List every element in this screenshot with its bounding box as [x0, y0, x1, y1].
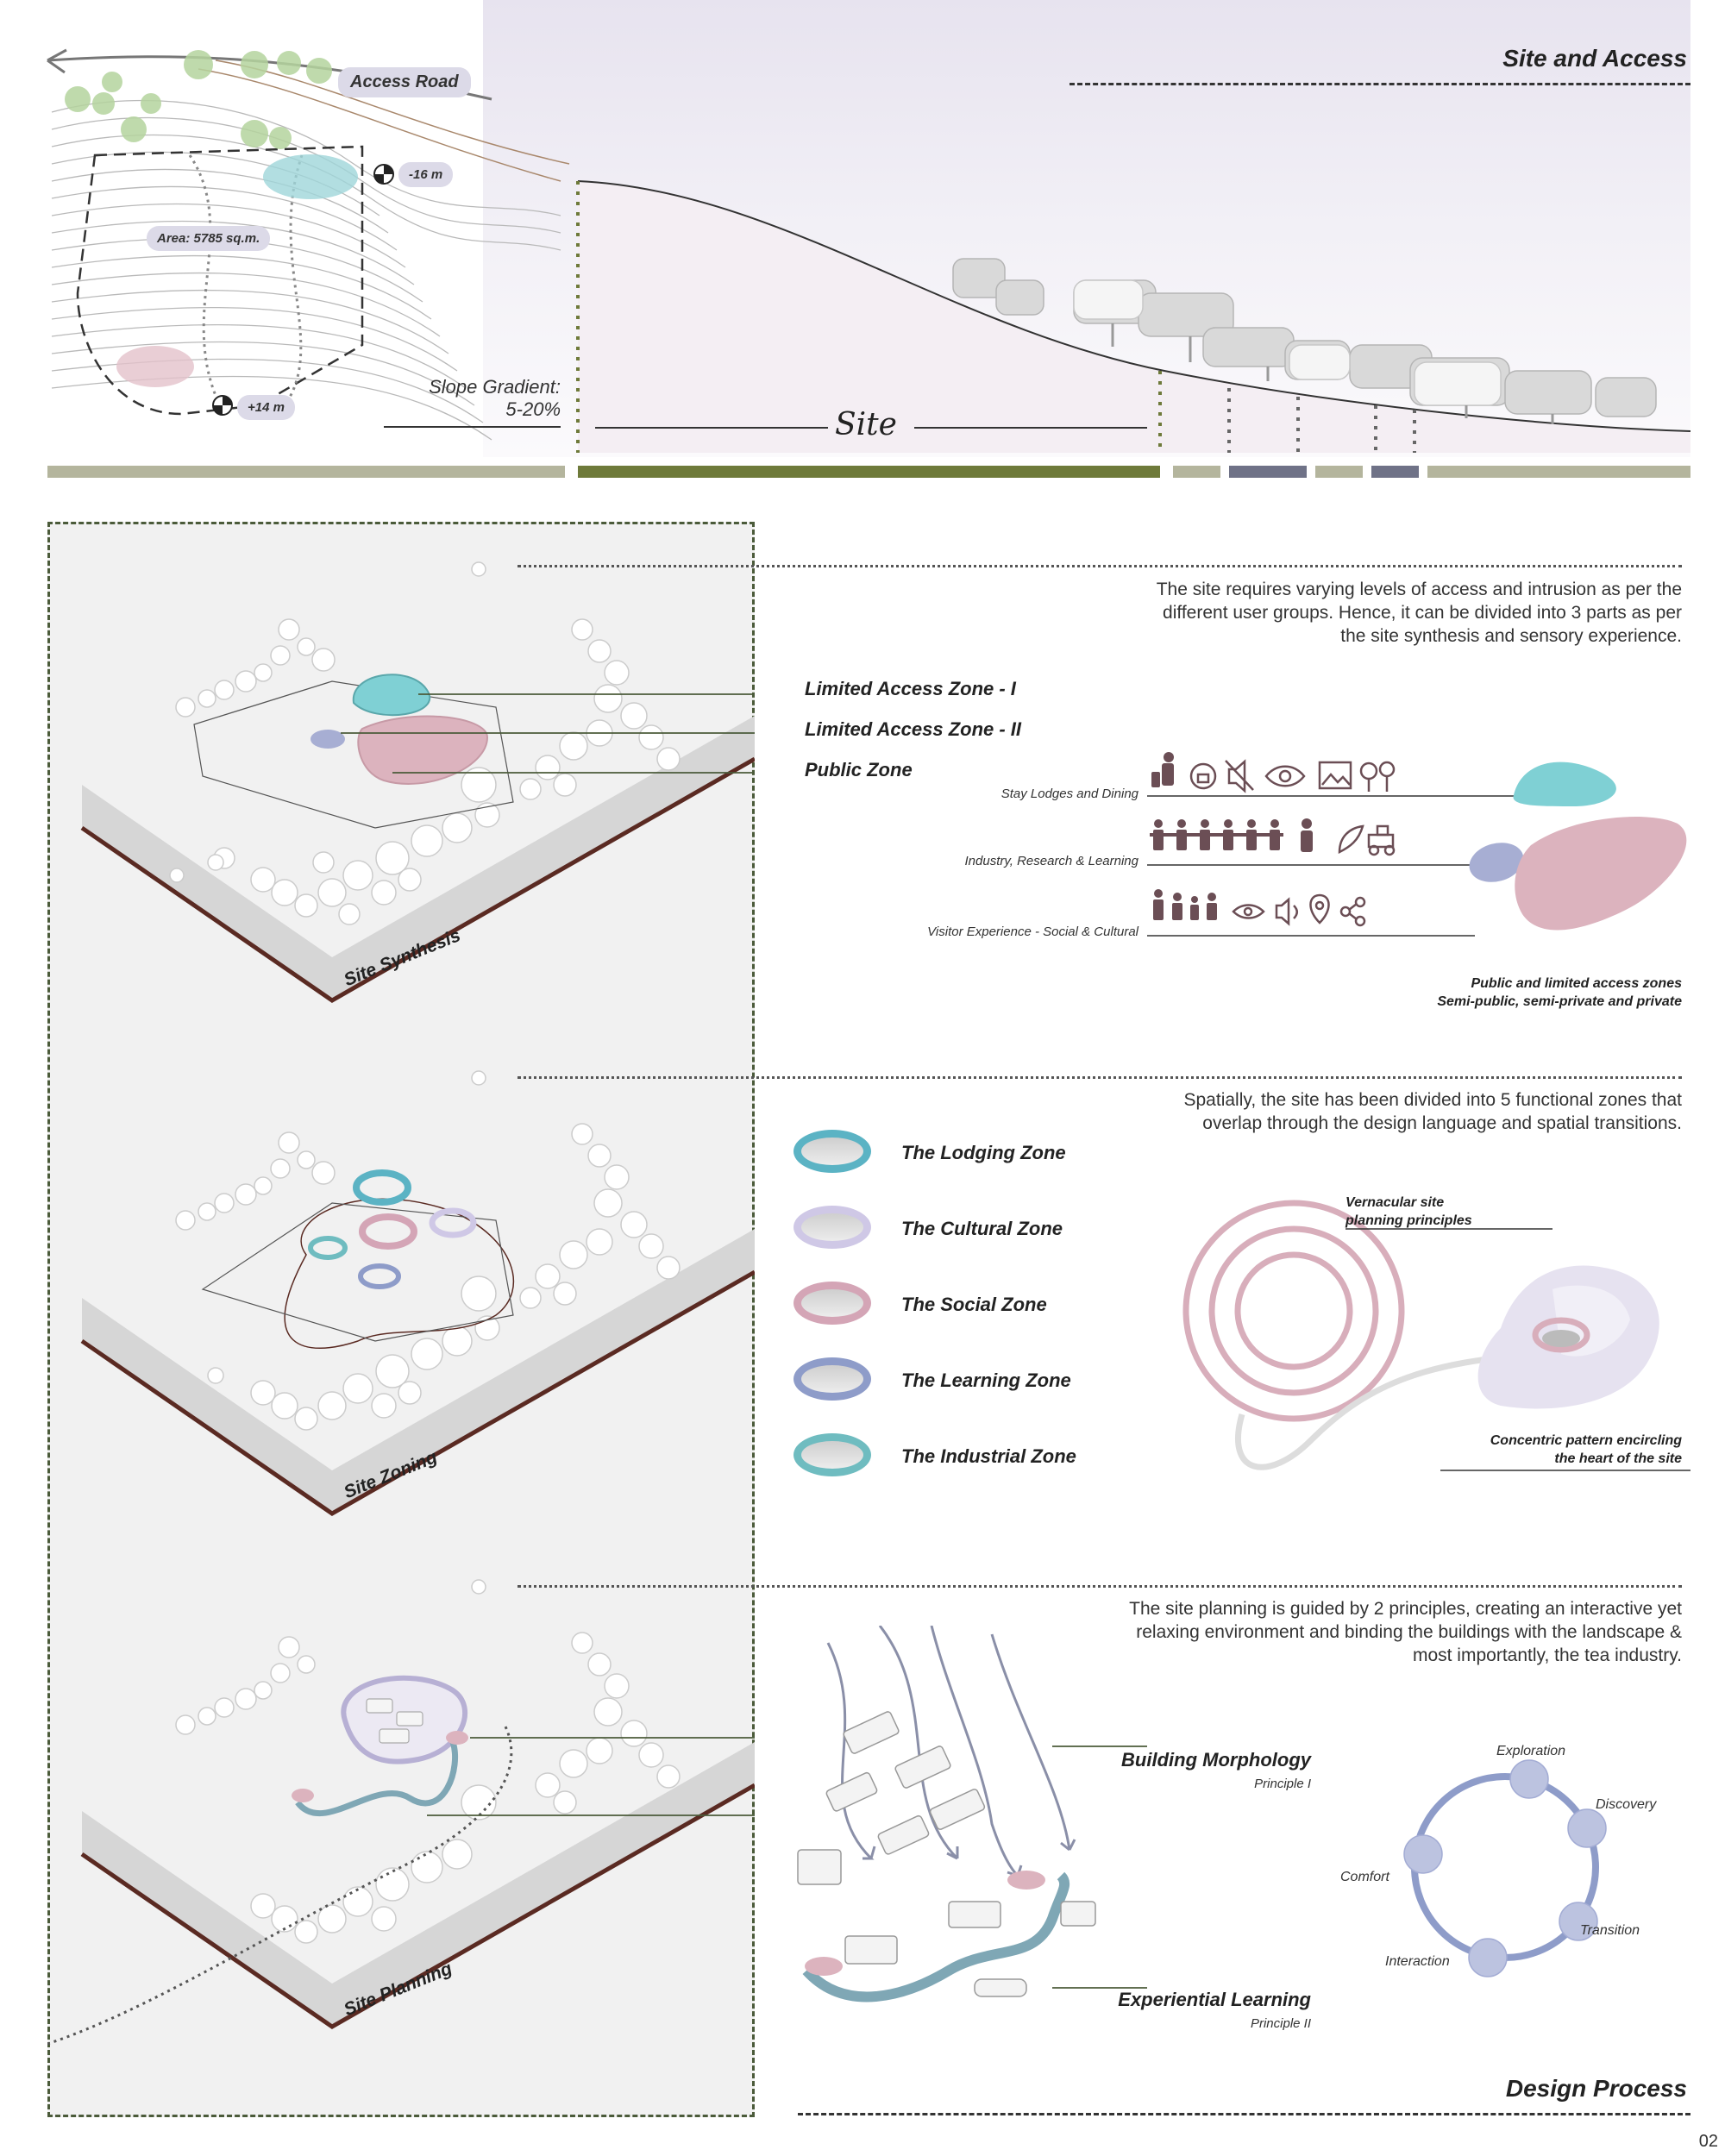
cycle-interaction: Interaction	[1385, 1954, 1450, 1969]
limited-access-zone-1: Limited Access Zone - I	[805, 678, 1016, 699]
planning-paragraph: The site planning is guided by 2 princip…	[1129, 1599, 1682, 1665]
user-group-visitor: Visitor Experience - Social & Cultural	[927, 924, 1138, 939]
bar-segment-3	[1173, 466, 1220, 478]
zones-caption-line2: Semi-public, semi-private and private	[1437, 994, 1682, 1009]
concentric-caption-line2: the heart of the site	[1554, 1451, 1682, 1466]
cycle-exploration: Exploration	[1496, 1744, 1566, 1758]
bar-segment-7	[1427, 466, 1690, 478]
ring-icon	[794, 1357, 871, 1401]
synthesis-dotted-rule	[518, 565, 1682, 567]
heading-dashed-rule	[1070, 83, 1690, 85]
principle-2-title: Experiential Learning	[1118, 1989, 1311, 2010]
concentric-pattern-diagram	[1182, 1200, 1690, 1471]
industrial-zone-label: The Industrial Zone	[901, 1445, 1076, 1467]
user-group-stay: Stay Lodges and Dining	[1000, 787, 1138, 801]
principle-1-block: Building Morphology Principle I	[1078, 1749, 1311, 1791]
user-group-industry: Industry, Research & Learning	[964, 854, 1139, 868]
public-zone: Public Zone	[805, 759, 913, 780]
experience-cycle-diagram	[1403, 1759, 1607, 1977]
concentric-caption-line1: Concentric pattern encircling	[1490, 1433, 1682, 1448]
cycle-discovery: Discovery	[1596, 1797, 1657, 1812]
cultural-zone-label: The Cultural Zone	[901, 1218, 1063, 1239]
zoning-dotted-rule	[518, 1076, 1682, 1079]
functional-zone-list: The Lodging Zone The Cultural Zone The S…	[794, 1130, 1156, 1509]
social-zone-label: The Social Zone	[901, 1294, 1047, 1315]
slope-gradient-label: Slope Gradient: 5-20%	[405, 376, 561, 421]
vernacular-caption-line2: planning principles	[1346, 1213, 1472, 1228]
site-and-access-heading: Site and Access	[1502, 45, 1687, 72]
user-group-icons	[1147, 752, 1687, 937]
slope-rule	[384, 426, 561, 428]
site-synthesis-diagram	[80, 561, 755, 1003]
bar-segment-6	[1371, 466, 1419, 478]
ring-icon	[794, 1130, 871, 1173]
principle-2-block: Experiential Learning Principle II	[1078, 1989, 1311, 2031]
limited-access-zone-2: Limited Access Zone - II	[805, 718, 1022, 740]
vernacular-caption: Vernacular site planning principles	[1346, 1194, 1570, 1230]
ring-icon	[794, 1206, 871, 1249]
principle-1-title: Building Morphology	[1121, 1749, 1311, 1771]
zones-caption: Public and limited access zones Semi-pub…	[1251, 975, 1682, 1011]
principle-1-sub: Principle I	[1254, 1777, 1311, 1791]
zones-caption-line1: Public and limited access zones	[1471, 976, 1682, 991]
cycle-comfort: Comfort	[1340, 1870, 1389, 1884]
vernacular-caption-line1: Vernacular site	[1346, 1195, 1445, 1210]
area-tag: Area: 5785 sq.m.	[147, 226, 271, 251]
learning-zone-label: The Learning Zone	[901, 1369, 1071, 1391]
principle-2-sub: Principle II	[1250, 2016, 1311, 2031]
level-low-tag: -16 m	[398, 162, 454, 187]
access-road-tag: Access Road	[338, 67, 471, 97]
site-zoning-diagram	[80, 1070, 755, 1516]
footer-dashed-rule	[798, 2113, 1690, 2115]
planning-dotted-rule	[518, 1585, 1682, 1588]
zoning-paragraph: Spatially, the site has been divided int…	[1183, 1090, 1683, 1133]
cycle-transition: Transition	[1580, 1923, 1640, 1938]
slope-gradient-title: Slope Gradient:	[429, 376, 561, 398]
site-script-label: Site	[835, 407, 897, 442]
bar-segment-5	[1315, 466, 1363, 478]
lodging-zone-label: The Lodging Zone	[901, 1142, 1066, 1163]
bar-segment-site	[578, 466, 1160, 478]
bar-segment-1	[47, 466, 565, 478]
bar-segment-4	[1229, 466, 1307, 478]
concentric-caption: Concentric pattern encircling the heart …	[1380, 1432, 1682, 1468]
site-section-profile	[576, 180, 1691, 453]
section-color-bar	[47, 466, 1690, 478]
design-process-heading: Design Process	[1505, 2075, 1687, 2102]
ring-icon	[794, 1433, 871, 1476]
slope-gradient-value: 5-20%	[505, 398, 561, 420]
synthesis-paragraph: The site requires varying levels of acce…	[1156, 580, 1682, 646]
site-planning-diagram	[47, 1579, 755, 2046]
level-high-tag: +14 m	[237, 395, 295, 420]
page-number: 02	[1698, 2132, 1718, 2151]
building-morphology-sketch	[797, 1626, 1147, 2002]
ring-icon	[794, 1282, 871, 1325]
